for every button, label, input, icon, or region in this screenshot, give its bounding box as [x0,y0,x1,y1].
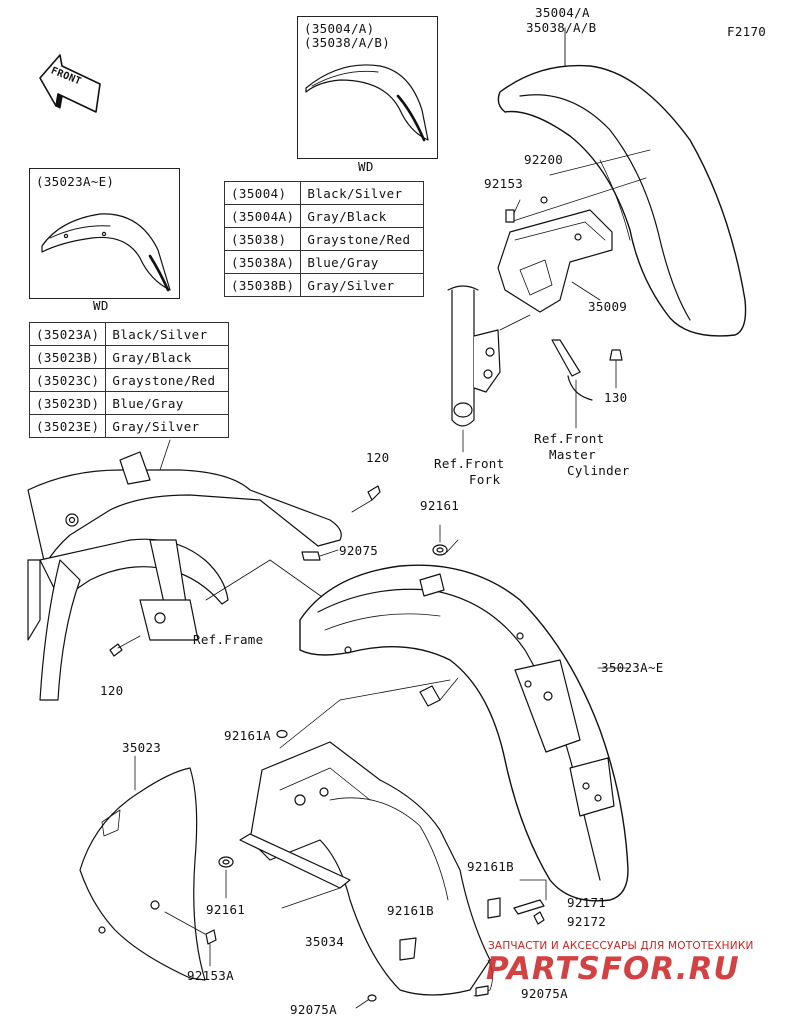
grommet-92161-drawing [432,524,459,556]
front-fender-drawing [497,27,747,337]
front-fasteners [505,196,548,223]
color-cell: Blue/Gray [300,250,425,274]
label-92172: 92172 [567,914,607,929]
label-92161-top: 92161 [420,498,460,513]
label-92161b-upper: 92161B [467,859,514,874]
front-fender-color-table: (35004)Black/Silver (35004A)Gray/Black (… [223,181,425,297]
label-92161a: 92161A [224,728,271,743]
label-92075a-left: 92075A [290,1002,337,1017]
color-cell: Black/Silver [300,181,425,205]
fender-bracket-drawing [497,177,647,313]
label-ref-fork-1: Ref.Front [434,456,505,471]
color-cell: Blue/Gray [105,391,230,415]
code-cell: (35038A) [223,250,302,274]
label-120-bottom: 120 [100,683,124,698]
inset-top-code-2: (35038/A/B) [304,35,391,50]
watermark-logo: PARTSFOR.RU [486,951,740,987]
label-ref-master-2: Master [549,447,596,462]
label-92171: 92171 [567,895,607,910]
frame-drawing [27,439,342,701]
bolt-120-drawing [109,485,381,657]
code-cell: (35023A) [28,322,107,346]
code-cell: (35038B) [223,273,302,297]
label-ref-master-1: Ref.Front [534,431,605,446]
watermark-caption: ЗАПЧАСТИ И АКСЕССУАРЫ ДЛЯ МОТОТЕХНИКИ [488,940,754,952]
front-direction-icon [39,54,101,113]
label-92075a-right: 92075A [521,986,568,1001]
label-120-top: 120 [366,450,390,465]
label-ref-master-3: Cylinder [567,463,630,478]
front-fender-inset-box: (35004/A) (35038/A/B) [297,16,438,159]
table-row: (35023C)Graystone/Red [28,368,230,392]
code-cell: (35004) [223,181,302,205]
inset-left-code-1: (35023A~E) [36,174,115,189]
table-row: (35023B)Gray/Black [28,345,230,369]
label-92161b-lower: 92161B [387,903,434,918]
brake-hose-clamp-drawing [551,339,623,429]
label-ref-fork-2: Fork [469,472,501,487]
label-130: 130 [604,390,628,405]
table-row: (35004)Black/Silver [223,181,425,205]
table-row: (35023D)Blue/Gray [28,391,230,415]
color-cell: Gray/Black [300,204,425,228]
fender-support-35034-drawing [239,679,501,997]
rear-fasteners [205,729,547,1009]
label-35009: 35009 [588,299,628,314]
code-cell: (35004A) [223,204,302,228]
label-ref-frame: Ref.Frame [193,632,264,647]
rear-fender-color-table: (35023A)Black/Silver (35023B)Gray/Black … [28,322,230,438]
color-cell: Black/Silver [105,322,230,346]
color-cell: Gray/Silver [105,414,230,438]
label-92153a: 92153A [187,968,234,983]
table-row: (35038)Graystone/Red [223,227,425,251]
diagram-id: F2170 [727,24,767,39]
label-front-fender-bottom: 35038/A/B [526,20,597,35]
inset-top-code-1: (35004/A) [304,21,375,36]
front-fender-inset-drawing [305,64,429,142]
table-row: (35004A)Gray/Black [223,204,425,228]
code-cell: (35023B) [28,345,107,369]
table-row: (35023E)Gray/Silver [28,414,230,438]
label-35034: 35034 [305,934,345,949]
color-cell: Graystone/Red [300,227,425,251]
label-rear-fender: 35023A~E [601,660,664,675]
front-fork-drawing [447,285,531,453]
rear-fender-drawing [299,564,629,902]
label-35023: 35023 [122,740,162,755]
code-cell: (35023E) [28,414,107,438]
color-cell: Gray/Silver [300,273,425,297]
rear-fender-inset-drawing [41,213,171,292]
color-cell: Graystone/Red [105,368,230,392]
spring-nut-92075-drawing [301,549,339,561]
label-front-fender-top: 35004/A [535,5,590,20]
label-92200: 92200 [524,152,564,167]
label-92161-bottom: 92161 [206,902,246,917]
label-92153: 92153 [484,176,524,191]
rear-fender-inset-box: (35023A~E) [29,168,180,299]
color-cell: Gray/Black [105,345,230,369]
inner-fender-35023-drawing [79,755,206,981]
table-row: (35038B)Gray/Silver [223,273,425,297]
code-cell: (35023C) [28,368,107,392]
code-cell: (35038) [223,227,302,251]
table-row: (35023A)Black/Silver [28,322,230,346]
inset-left-tag: WD [93,298,109,313]
code-cell: (35023D) [28,391,107,415]
inset-top-tag: WD [358,159,374,174]
label-92075: 92075 [339,543,379,558]
table-row: (35038A)Blue/Gray [223,250,425,274]
